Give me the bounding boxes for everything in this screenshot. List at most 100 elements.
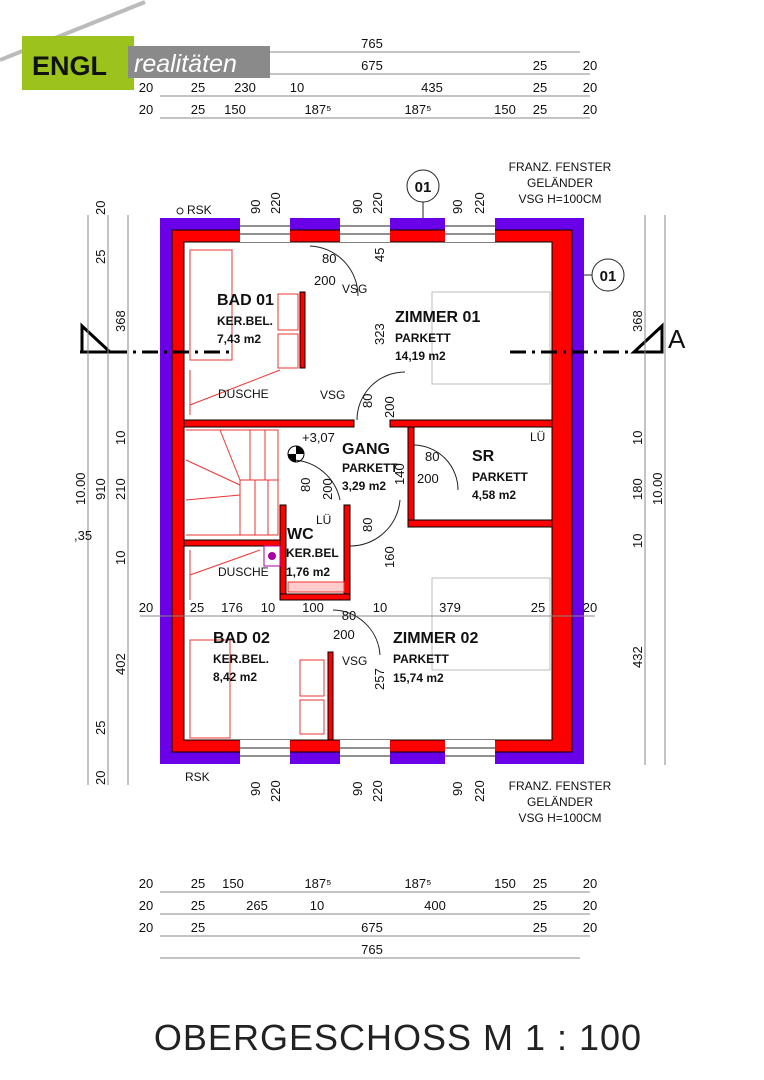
dim: 25 bbox=[93, 250, 108, 264]
dim: 25 bbox=[533, 920, 547, 935]
dim: 150 bbox=[494, 102, 516, 117]
dim: 435 bbox=[421, 80, 443, 95]
room-floor: PARKETT bbox=[393, 652, 449, 666]
bottom-dimensions: 20 25 150 187⁵ 187⁵ 150 25 20 20 25 265 … bbox=[139, 876, 597, 959]
door-width: 80 bbox=[425, 449, 439, 464]
dim: 10 bbox=[261, 600, 275, 615]
walls bbox=[160, 218, 584, 764]
dim: 675 bbox=[361, 58, 383, 73]
dim: 10 bbox=[290, 80, 304, 95]
rsk-top: RSK bbox=[187, 203, 212, 217]
dim: 20 bbox=[139, 876, 153, 891]
dim: ,35 bbox=[74, 528, 92, 543]
room-name: ZIMMER 02 bbox=[393, 630, 478, 647]
note-vsg-bottom: VSG H=100CM bbox=[518, 811, 601, 825]
room-floor: KER.BEL. bbox=[217, 314, 273, 328]
vsg-label: VSG bbox=[320, 388, 345, 402]
room-wc: WC LÜ KER.BEL 1,76 m2 80 160 bbox=[286, 513, 397, 579]
dim: 10.00 bbox=[650, 472, 665, 505]
door-width: 80 bbox=[322, 251, 336, 266]
note-gelaender-bottom: GELÄNDER bbox=[527, 795, 593, 809]
door-height: 200 bbox=[333, 627, 355, 642]
dim: 10 bbox=[310, 898, 324, 913]
vent-label: LÜ bbox=[316, 513, 331, 527]
dim: 402 bbox=[113, 653, 128, 675]
room-name: SR bbox=[472, 448, 495, 465]
dim: 90 bbox=[350, 200, 365, 214]
dim: 220 bbox=[370, 192, 385, 214]
middle-dimensions: 20 25 176 10 100 80 10 379 25 20 bbox=[139, 600, 597, 623]
dim: 432 bbox=[630, 646, 645, 668]
dim: 220 bbox=[268, 192, 283, 214]
dim: 90 bbox=[248, 200, 263, 214]
dim: 10 bbox=[630, 431, 645, 445]
dim: 265 bbox=[246, 898, 268, 913]
dim: 20 bbox=[583, 58, 597, 73]
axis-label: 01 bbox=[415, 179, 432, 196]
room-floor: PARKETT bbox=[395, 331, 451, 345]
dim: 400 bbox=[424, 898, 446, 913]
note-gelaender-top: GELÄNDER bbox=[527, 176, 593, 190]
dim: 20 bbox=[583, 920, 597, 935]
dim: 25 bbox=[533, 102, 547, 117]
shower-label: DUSCHE bbox=[218, 387, 269, 401]
dim: 25 bbox=[531, 600, 545, 615]
door-height: 200 bbox=[314, 273, 336, 288]
axis-label: 01 bbox=[600, 268, 617, 285]
dim: 230 bbox=[234, 80, 256, 95]
plan-title: OBERGESCHOSS M 1 : 100 bbox=[154, 1017, 642, 1058]
room-floor: PARKETT bbox=[472, 470, 528, 484]
dim: 10 bbox=[113, 431, 128, 445]
dim: 210 bbox=[113, 478, 128, 500]
dim: 675 bbox=[361, 920, 383, 935]
room-zimmer01: ZIMMER 01 PARKETT 14,19 m2 bbox=[395, 309, 480, 363]
level-marker-icon bbox=[288, 446, 304, 462]
room-area: 1,76 m2 bbox=[286, 565, 330, 579]
door-height: 200 bbox=[382, 396, 397, 418]
dim: 20 bbox=[139, 898, 153, 913]
dim: 25 bbox=[191, 102, 205, 117]
dim: 323 bbox=[372, 323, 387, 345]
dim: 20 bbox=[583, 898, 597, 913]
dim: 220 bbox=[370, 780, 385, 802]
dim: 150 bbox=[494, 876, 516, 891]
dim: 90 bbox=[248, 782, 263, 796]
dim: 187⁵ bbox=[404, 876, 431, 891]
room-zimmer02: ZIMMER 02 PARKETT 15,74 m2 bbox=[393, 630, 478, 685]
room-area: 4,58 m2 bbox=[472, 488, 516, 502]
dim: 25 bbox=[191, 898, 205, 913]
dim: 10.00 bbox=[73, 472, 88, 505]
room-sr: SR PARKETT 4,58 m2 LÜ 80 200 bbox=[417, 430, 545, 502]
room-floor: PARKETT bbox=[342, 461, 398, 475]
dim: 220 bbox=[472, 192, 487, 214]
note-franz-top: FRANZ. FENSTER bbox=[509, 160, 612, 174]
dim: 25 bbox=[191, 876, 205, 891]
dim: 140 bbox=[392, 463, 407, 485]
dim: 20 bbox=[139, 600, 153, 615]
top-dimensions: 765 675 25 20 20 25 230 10 435 25 20 20 … bbox=[139, 36, 597, 119]
window-dims: 90 220 90 220 90 220 90 220 90 220 90 22… bbox=[248, 192, 487, 802]
door-height: 200 bbox=[417, 471, 439, 486]
dim: 910 bbox=[93, 478, 108, 500]
right-dimensions: 368 10 180 10 432 10.00 bbox=[630, 215, 666, 765]
dim: 25 bbox=[191, 920, 205, 935]
dim: 80 bbox=[342, 608, 356, 623]
room-name: ZIMMER 01 bbox=[395, 309, 480, 326]
dim: 90 bbox=[350, 782, 365, 796]
dim: 150 bbox=[224, 102, 246, 117]
dim: 765 bbox=[361, 36, 383, 51]
room-area: 15,74 m2 bbox=[393, 671, 444, 685]
dim: 25 bbox=[533, 876, 547, 891]
dim: 20 bbox=[583, 600, 597, 615]
dim: 25 bbox=[533, 898, 547, 913]
dim: 187⁵ bbox=[304, 102, 331, 117]
dim: 20 bbox=[93, 201, 108, 215]
room-area: 8,42 m2 bbox=[213, 670, 257, 684]
dim: 257 bbox=[372, 668, 387, 690]
dim: 25 bbox=[533, 80, 547, 95]
dim: 20 bbox=[139, 80, 153, 95]
logo-sub: realitäten bbox=[134, 50, 237, 78]
dim: 10 bbox=[113, 551, 128, 565]
dim: 25 bbox=[190, 600, 204, 615]
